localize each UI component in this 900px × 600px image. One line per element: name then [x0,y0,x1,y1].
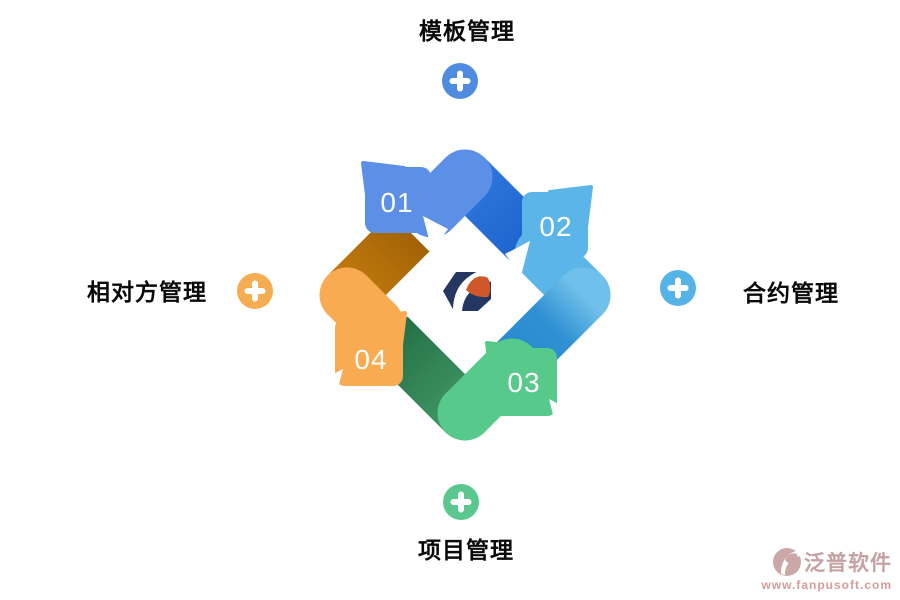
fanpu-logo [443,270,492,312]
plus-icon-project[interactable] [443,484,479,520]
label-contract-mgmt: 合约管理 [743,280,839,306]
watermark-brand: 泛普软件 [804,552,892,575]
plus-icon-template[interactable] [442,63,478,99]
label-counterparty-mgmt: 相对方管理 [87,279,207,305]
arrow-03-head [485,341,557,416]
watermark: 泛普软件 www.fanpusoft.com [732,547,892,592]
arrow-notches [318,216,574,434]
arrow-04-notch [318,369,343,404]
arrow-01-leg [404,149,493,238]
arrow-01-notch [423,216,448,251]
fanpu-watermark-icon [773,548,801,576]
step-number-04: 04 [354,344,387,375]
plus-icon-counterparty[interactable] [237,273,273,309]
arrow-02-head [522,185,593,258]
arrow-heads [335,161,593,416]
arrow-01-head [361,161,431,233]
plus-icon-contract[interactable] [660,270,696,306]
arrow-numbers: 01 02 03 04 [354,187,572,398]
watermark-url: www.fanpusoft.com [761,578,892,592]
step-number-02: 02 [539,211,572,242]
step-number-03: 03 [507,367,540,398]
step-number-01: 01 [380,187,413,218]
arrow-03-notch [549,399,574,434]
arrow-02-notch [505,241,530,276]
label-project-mgmt: 项目管理 [418,537,514,563]
label-template-mgmt: 模板管理 [419,18,515,44]
arrow-04-head [335,311,407,386]
